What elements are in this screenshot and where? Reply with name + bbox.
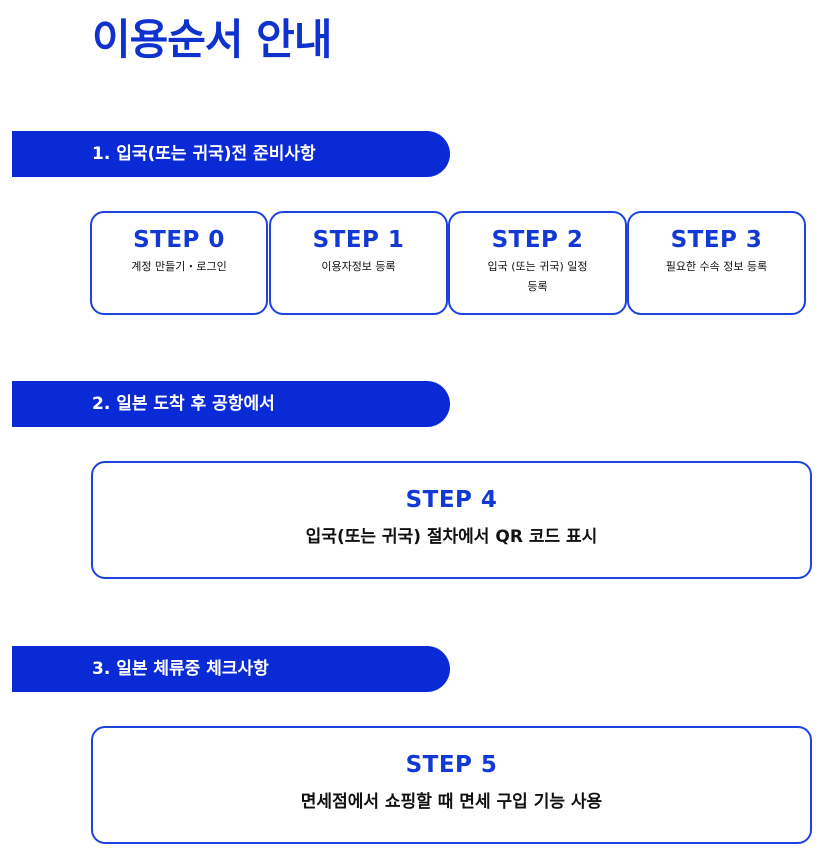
step-1-desc: 이용자정보 등록 <box>321 260 396 273</box>
step-2-card[interactable]: STEP 2 입국 (또는 귀국) 일정 등록 <box>448 211 627 315</box>
step-0-desc: 계정 만들기・로그인 <box>131 260 227 273</box>
step-3-card[interactable]: STEP 3 필요한 수속 정보 등록 <box>627 211 806 315</box>
step-5-card[interactable]: STEP 5 면세점에서 쇼핑할 때 면세 구입 기능 사용 <box>91 726 812 844</box>
step-1-card[interactable]: STEP 1 이용자정보 등록 <box>269 211 448 315</box>
page-title: 이용순서 안내 <box>92 15 332 64</box>
step-0-label: STEP 0 <box>133 227 225 253</box>
step-4-label: STEP 4 <box>405 487 498 513</box>
step-3-label: STEP 3 <box>670 227 763 253</box>
step-2-label: STEP 2 <box>491 227 584 253</box>
step-2-desc: 입국 (또는 귀국) 일정 등록 <box>487 260 588 293</box>
step-0-card[interactable]: STEP 0 계정 만들기・로그인 <box>90 211 268 315</box>
step-3-desc: 필요한 수속 정보 등록 <box>665 260 768 273</box>
step-4-desc: 입국(또는 귀국) 절차에서 QR 코드 표시 <box>305 527 598 547</box>
step-5-desc: 면세점에서 쇼핑할 때 면세 구입 기능 사용 <box>300 792 603 812</box>
section-heading-stay: 3. 일본 체류중 체크사항 <box>12 646 450 692</box>
section-heading-airport: 2. 일본 도착 후 공항에서 <box>12 381 450 427</box>
section-heading-pre-arrival: 1. 입국(또는 귀국)전 준비사항 <box>12 131 450 177</box>
step-5-label: STEP 5 <box>405 752 498 778</box>
step-4-card[interactable]: STEP 4 입국(또는 귀국) 절차에서 QR 코드 표시 <box>91 461 812 579</box>
step-1-label: STEP 1 <box>312 227 405 253</box>
